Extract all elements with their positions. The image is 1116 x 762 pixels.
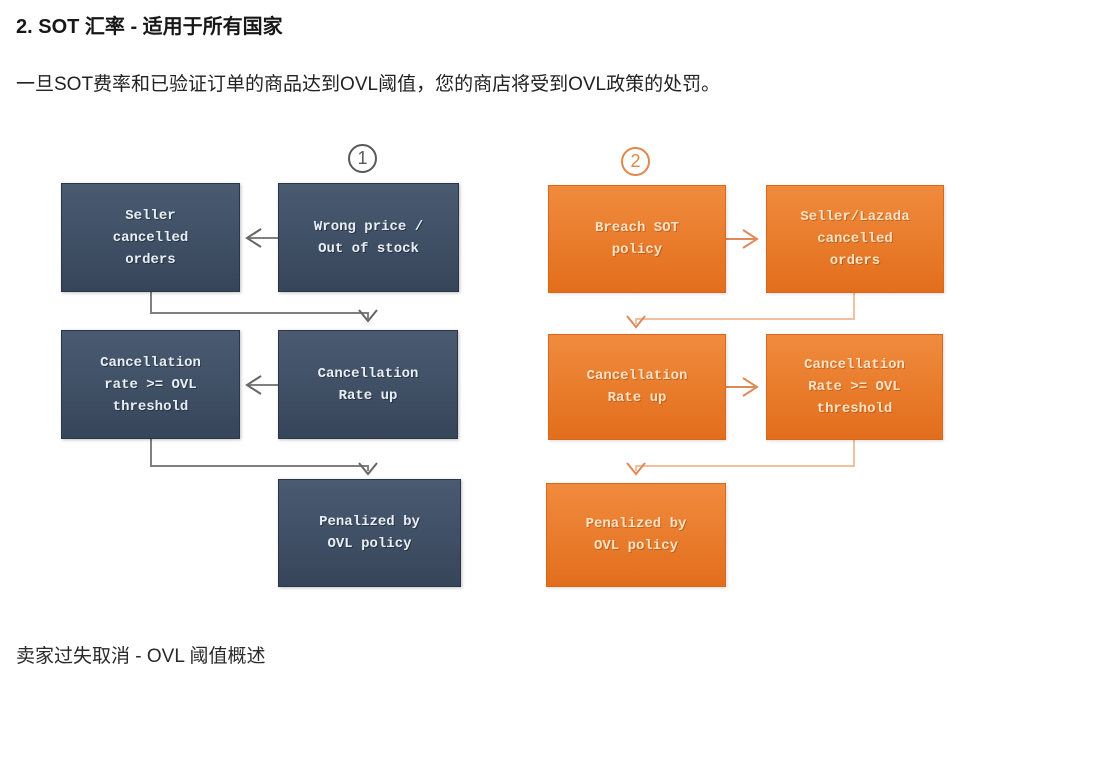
article-page: 2. SOT 汇率 - 适用于所有国家 一旦SOT费率和已验证订单的商品达到OV… xyxy=(0,14,1116,670)
connector-sellercancelled-to-rateup xyxy=(150,292,378,323)
connector-threshold-to-penalized xyxy=(150,439,378,476)
arrow-wrongprice-to-sellercancelled xyxy=(245,228,278,248)
flow2-box-breach-sot-policy: Breach SOT policy xyxy=(548,185,726,293)
flow2-step-number: 2 xyxy=(630,151,641,171)
flow1-box-wrong-price-out-of-stock: Wrong price / Out of stock xyxy=(278,183,459,292)
flow2-box-cancellation-rate-threshold: Cancellation Rate >= OVL threshold xyxy=(766,334,943,440)
sot-flow-diagram: 1 2 Seller cancelled orders Wrong price … xyxy=(16,140,1116,610)
arrow-rateup-to-threshold xyxy=(245,375,278,395)
intro-text: 一旦SOT费率和已验证订单的商品达到OVL阈值，您的商店将受到OVL政策的处罚。 xyxy=(16,74,721,95)
connector-threshold-to-penalized-2 xyxy=(626,440,855,476)
connector-lazadacancelled-to-rateup xyxy=(626,293,855,329)
flow1-box-cancellation-rate-up: Cancellation Rate up xyxy=(278,330,458,439)
flow1-step-number-badge: 1 xyxy=(348,144,377,173)
flow2-box-seller-lazada-cancelled-orders: Seller/Lazada cancelled orders xyxy=(766,185,944,293)
flow2-box-cancellation-rate-up: Cancellation Rate up xyxy=(548,334,726,440)
flow2-step-number-badge: 2 xyxy=(621,147,650,176)
arrow-breachsot-to-lazadacancelled xyxy=(726,229,759,249)
arrow-rateup-to-threshold-2 xyxy=(726,377,759,397)
flow1-step-number: 1 xyxy=(357,148,368,168)
page-title: 2. SOT 汇率 - 适用于所有国家 xyxy=(16,16,283,38)
flow1-box-penalized-by-ovl-policy: Penalized by OVL policy xyxy=(278,479,461,587)
flow1-box-cancellation-rate-threshold: Cancellation rate >= OVL threshold xyxy=(61,330,240,439)
flow2-box-penalized-by-ovl-policy: Penalized by OVL policy xyxy=(546,483,726,587)
flow-connector-arrows xyxy=(150,228,855,476)
flow1-box-seller-cancelled-orders: Seller cancelled orders xyxy=(61,183,240,292)
caption-text: 卖家过失取消 - OVL 阈值概述 xyxy=(16,646,266,667)
